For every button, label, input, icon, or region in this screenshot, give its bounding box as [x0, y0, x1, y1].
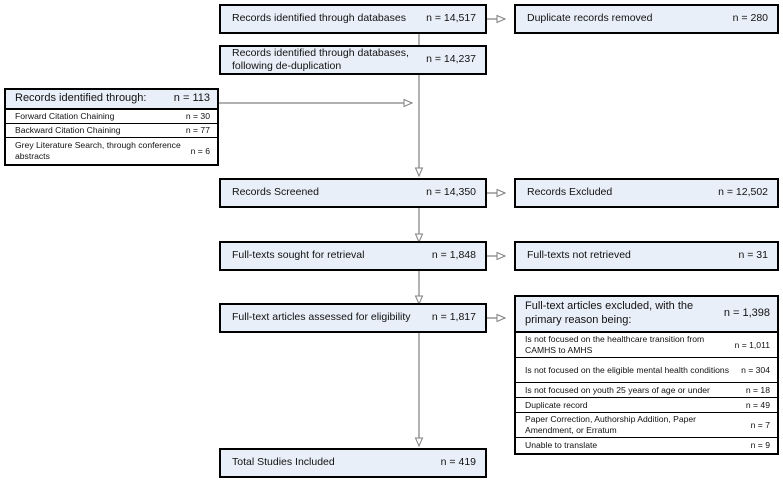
table-row-label: Grey Literature Search, through conferen… — [15, 140, 181, 161]
box-label: Duplicate records removed — [527, 12, 653, 25]
table-row-value: n = 304 — [741, 364, 770, 375]
table-row: Backward Citation Chaining n = 77 — [6, 124, 217, 138]
table-header-label: Full-text articles excluded, with the pr… — [525, 300, 694, 326]
table-header-row: Records identified through: n = 113 — [6, 90, 217, 110]
table-header-label: Records identified through: — [15, 92, 147, 105]
table-row: Duplicate record n = 49 — [516, 398, 777, 413]
table-row-value: n = 30 — [185, 111, 210, 122]
table-row-value: n = 6 — [190, 145, 210, 156]
box-value: n = 14,350 — [426, 186, 476, 199]
table-row-value: n = 18 — [745, 384, 770, 395]
box-value: n = 1,848 — [431, 249, 476, 262]
box-records-identified-databases: Records identified through databases n =… — [219, 4, 487, 34]
table-row-value: n = 49 — [745, 399, 770, 410]
box-label: Full-texts not retrieved — [527, 249, 631, 262]
table-row-label: Forward Citation Chaining — [15, 111, 115, 122]
table-row-value: n = 9 — [750, 440, 770, 451]
box-records-excluded: Records Excluded n = 12,502 — [514, 178, 779, 208]
box-value: n = 419 — [440, 456, 476, 469]
box-value: n = 1,817 — [431, 311, 476, 324]
table-row-value: n = 1,011 — [734, 339, 770, 350]
table-row-label: Paper Correction, Authorship Addition, P… — [525, 414, 697, 435]
table-row: Paper Correction, Authorship Addition, P… — [516, 413, 777, 438]
table-row: Grey Literature Search, through conferen… — [6, 138, 217, 164]
box-label: Total Studies Included — [232, 456, 335, 469]
table-row-value: n = 77 — [185, 125, 210, 136]
table-row-label: Backward Citation Chaining — [15, 125, 121, 136]
table-row: Is not focused on the healthcare transit… — [516, 333, 777, 358]
box-duplicate-records-removed: Duplicate records removed n = 280 — [514, 4, 779, 34]
box-label: Records identified through databases — [232, 12, 406, 25]
table-row-label: Unable to translate — [525, 440, 598, 451]
table-header-value: n = 1,398 — [723, 307, 770, 320]
table-row: Is not focused on youth 25 years of age … — [516, 383, 777, 398]
box-total-studies-included: Total Studies Included n = 419 — [219, 448, 487, 478]
box-value: n = 280 — [732, 12, 768, 25]
box-label: Full-texts sought for retrieval — [232, 249, 365, 262]
box-label: Records identified through databases, fo… — [232, 46, 409, 72]
box-fulltexts-not-retrieved: Full-texts not retrieved n = 31 — [514, 241, 779, 271]
box-value: n = 31 — [738, 249, 769, 262]
box-label: Records Screened — [232, 186, 319, 199]
table-row-label: Duplicate record — [525, 399, 588, 410]
table-header-value: n = 113 — [173, 92, 210, 105]
table-row: Forward Citation Chaining n = 30 — [6, 110, 217, 124]
table-fulltext-articles-excluded: Full-text articles excluded, with the pr… — [514, 295, 779, 455]
table-row: Is not focused on the eligible mental he… — [516, 358, 777, 383]
table-row-label: Is not focused on the eligible mental he… — [525, 364, 729, 375]
box-value: n = 14,237 — [426, 53, 476, 66]
box-value: n = 14,517 — [426, 12, 476, 25]
box-label: Records Excluded — [527, 186, 613, 199]
box-records-after-deduplication: Records identified through databases, fo… — [219, 45, 487, 75]
table-row-label: Is not focused on the healthcare transit… — [525, 334, 705, 355]
box-fulltexts-sought-for-retrieval: Full-texts sought for retrieval n = 1,84… — [219, 241, 487, 271]
table-row-label: Is not focused on youth 25 years of age … — [525, 384, 710, 395]
box-value: n = 12,502 — [718, 186, 768, 199]
table-records-identified-other-sources: Records identified through: n = 113 Forw… — [4, 88, 219, 166]
box-fulltext-articles-assessed: Full-text articles assessed for eligibil… — [219, 303, 487, 333]
table-row-value: n = 7 — [750, 419, 770, 430]
table-header-row: Full-text articles excluded, with the pr… — [516, 297, 777, 333]
table-row: Unable to translate n = 9 — [516, 438, 777, 453]
box-records-screened: Records Screened n = 14,350 — [219, 178, 487, 208]
box-label: Full-text articles assessed for eligibil… — [232, 311, 411, 324]
